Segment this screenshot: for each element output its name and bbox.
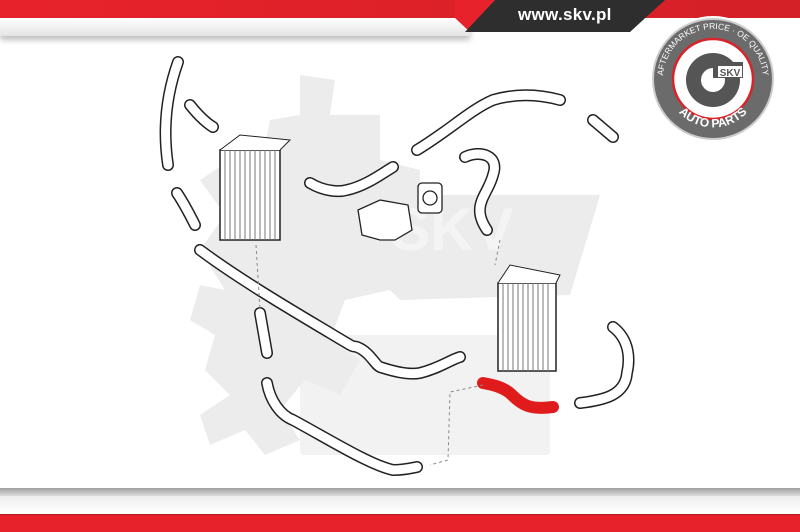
guide-lines	[255, 239, 501, 466]
bottom-red-stripe	[0, 514, 800, 532]
highlighted-intercooler-hose[interactable]	[477, 377, 559, 414]
throttle-body	[357, 182, 443, 241]
url-banner	[455, 0, 800, 32]
intercooler-right	[497, 264, 561, 372]
top-white-stripe	[0, 18, 470, 36]
intercooler-left	[219, 134, 292, 241]
banner-dark-shape	[465, 0, 665, 32]
bottom-white-stripe	[0, 496, 800, 514]
bottom-shadow-stripe	[0, 488, 800, 496]
hoses	[159, 56, 635, 476]
logo-brand: SKV	[720, 68, 741, 79]
watermark-gear-icon	[190, 75, 600, 455]
website-url[interactable]: www.skv.pl	[518, 5, 612, 24]
